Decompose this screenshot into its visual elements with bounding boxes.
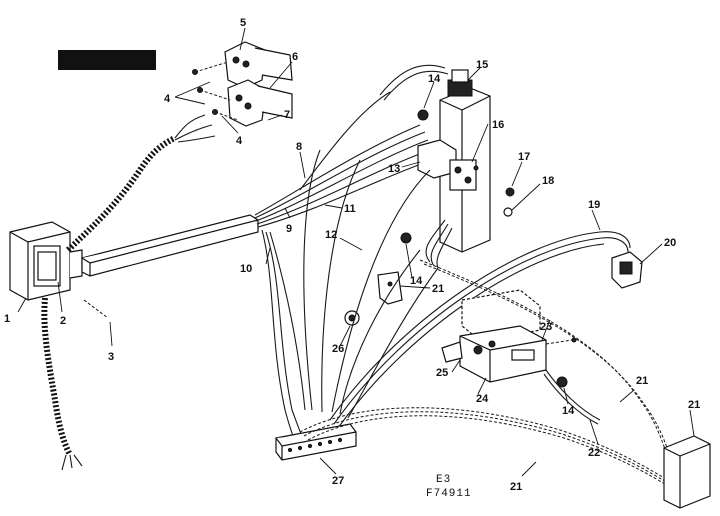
callout-14c: 14: [562, 405, 575, 417]
callout-19: 19: [588, 199, 600, 211]
control-module: [441, 289, 577, 383]
callout-18: 18: [542, 175, 554, 187]
callout-26: 26: [332, 343, 344, 355]
diagram-caption: E3 F74911: [426, 474, 472, 500]
screw-set: [192, 61, 239, 121]
callout-14a: 14: [428, 73, 441, 85]
callout-15: 15: [476, 59, 488, 71]
junction-box: [9, 221, 83, 301]
callout-8: 8: [296, 141, 302, 153]
callout-16: 16: [492, 119, 504, 131]
callout-22: 22: [588, 447, 600, 459]
callout-10: 10: [240, 263, 252, 275]
main-harness-upper: [254, 64, 449, 228]
callout-labels: 1 2 3 4 4 5 6 7 8 9 10 11 12 13 14 14 14…: [4, 17, 700, 493]
callout-3: 3: [108, 351, 114, 363]
callout-21a: 21: [432, 283, 444, 295]
hardware-nuts: [400, 109, 568, 388]
callout-6: 6: [292, 51, 298, 63]
caption-line-2: F74911: [426, 488, 472, 500]
callout-20: 20: [664, 237, 676, 249]
caption-line-1: E3: [436, 474, 451, 486]
switch-bracket-lower: [227, 79, 293, 127]
callout-5: 5: [240, 17, 246, 29]
relay-wires: [425, 219, 453, 269]
callout-9: 9: [286, 223, 292, 235]
terminal-strip: [275, 423, 357, 461]
callout-4a: 4: [164, 93, 171, 105]
grommet-26: [344, 310, 360, 326]
callout-2: 2: [60, 315, 66, 327]
callout-12: 12: [325, 229, 337, 241]
callout-14b: 14: [410, 275, 423, 287]
callout-24: 24: [476, 393, 489, 405]
switch-bracket-upper: [224, 41, 293, 89]
callout-21c: 21: [688, 399, 700, 411]
main-harness-lower: [261, 149, 439, 439]
dashed-harness-loop: [299, 259, 673, 489]
header-label-box: [58, 50, 156, 70]
leader-lines: [17, 27, 695, 477]
callout-4b: 4: [236, 135, 243, 147]
flexible-conduit-lower: [41, 297, 83, 471]
callout-21b: 21: [636, 375, 648, 387]
callout-11: 11: [344, 203, 356, 215]
flexible-conduit-upper: [65, 114, 216, 253]
callout-25: 25: [436, 367, 448, 379]
callout-1: 1: [4, 313, 10, 325]
outlet-box: [663, 435, 711, 509]
callout-7: 7: [284, 109, 290, 121]
wire-raceway: [81, 214, 259, 277]
callout-27: 27: [332, 475, 344, 487]
mounting-bracket: [377, 271, 403, 305]
callout-13: 13: [388, 163, 400, 175]
callout-23: 23: [540, 321, 552, 333]
callout-17: 17: [518, 151, 530, 163]
relay-housing: [417, 69, 491, 253]
callout-21d: 21: [510, 481, 522, 493]
